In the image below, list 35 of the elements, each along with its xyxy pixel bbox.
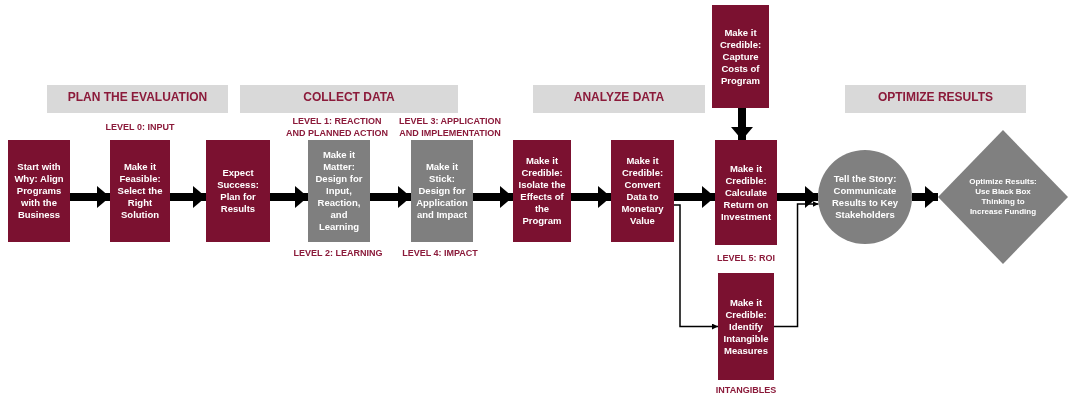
level-label: LEVEL 2: LEARNING	[292, 247, 384, 259]
level-label: LEVEL 1: REACTION AND PLANNED ACTION	[284, 115, 390, 139]
process-box: Make it Matter: Design for Input, Reaction, and Learning	[308, 140, 370, 242]
story-circle: Tell the Story: Communicate Results to Key Stakeholders	[818, 150, 912, 244]
process-box: Make it Credible: Capture Costs of Program	[712, 5, 769, 108]
level-label: LEVEL 5: ROI	[716, 252, 776, 264]
process-box: Make it Credible: Convert Data to Monetary Value	[611, 140, 674, 242]
process-box: Expect Success: Plan for Results	[206, 140, 270, 242]
phase-band: OPTIMIZE RESULTS	[845, 85, 1026, 113]
arrow	[674, 186, 715, 208]
level-label: LEVEL 3: APPLICATION AND IMPLEMENTATION	[398, 115, 502, 139]
phase-band: COLLECT DATA	[240, 85, 458, 113]
level-label: INTANGIBLES	[714, 384, 778, 396]
arrow	[370, 186, 411, 208]
process-box: Start with Why: Align Programs with the Business	[8, 140, 70, 242]
arrow	[673, 204, 719, 330]
arrow	[773, 201, 820, 328]
decision-diamond: Optimize Results: Use Black Box Thinking to Increase Funding	[938, 130, 1068, 264]
level-label: LEVEL 4: IMPACT	[401, 247, 479, 259]
process-box: Make it Credible: Identify Intangible Measures	[718, 273, 774, 380]
process-box: Make it Credible: Isolate the Effects of the Program	[513, 140, 571, 242]
process-box: Make it Stick: Design for Application and Impact	[411, 140, 473, 242]
arrow	[777, 186, 818, 208]
arrow	[731, 108, 753, 140]
arrow	[571, 186, 611, 208]
level-label: LEVEL 0: INPUT	[104, 121, 176, 133]
arrow	[473, 186, 513, 208]
process-box: Make it Feasible: Select the Right Solution	[110, 140, 170, 242]
arrow	[270, 186, 308, 208]
phase-band: ANALYZE DATA	[533, 85, 705, 113]
process-box: Make it Credible: Calculate Return on Investment	[715, 140, 777, 245]
arrow	[170, 186, 206, 208]
phase-band: PLAN THE EVALUATION	[47, 85, 228, 113]
arrow	[70, 186, 110, 208]
arrow	[912, 186, 938, 208]
